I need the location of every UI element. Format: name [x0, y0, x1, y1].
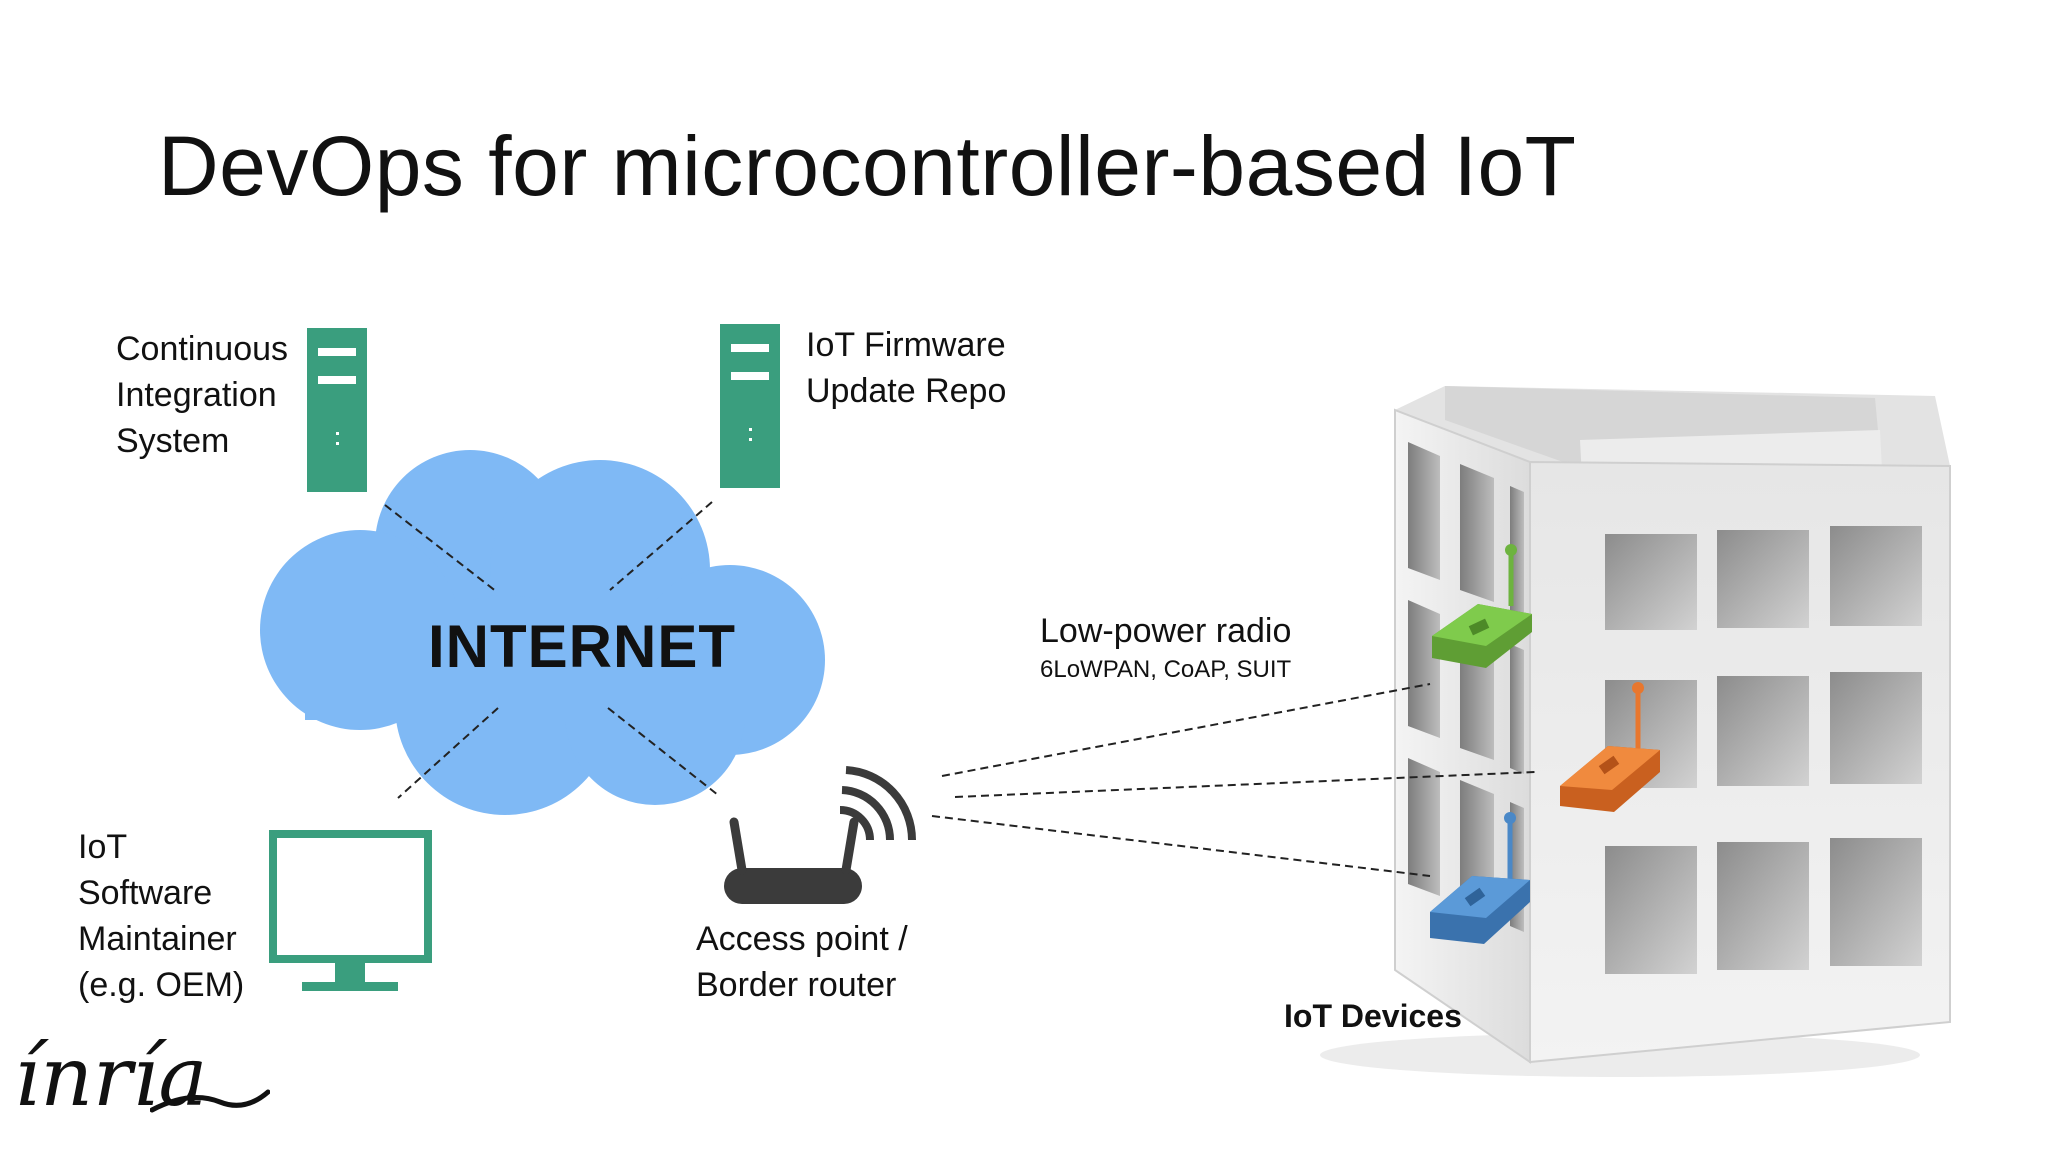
cloud-icon [260, 450, 825, 815]
router-icon [724, 766, 917, 904]
monitor-icon [269, 830, 432, 991]
maintainer-line: (e.g. OEM) [78, 966, 245, 1004]
firmware-repo-label: IoT Firmware Update Repo [806, 322, 1006, 414]
ci-system-line: System [116, 422, 230, 460]
sensor-device-icon [1560, 682, 1660, 812]
access-point-line: Border router [696, 966, 897, 1004]
server-icon [720, 324, 780, 488]
ci-system-label: Continuous Integration System [116, 326, 288, 464]
sensor-device-icon [1430, 812, 1530, 944]
firmware-repo-line: Update Repo [806, 372, 1007, 410]
access-point-line: Access point / [696, 920, 908, 958]
building-icon [1320, 386, 1951, 1077]
radio-protocols: 6LoWPAN, CoAP, SUIT [1040, 656, 1292, 683]
maintainer-label: IoT Software Maintainer (e.g. OEM) [78, 824, 244, 1008]
ci-system-line: Integration [116, 376, 277, 414]
internet-label: INTERNET [428, 613, 736, 680]
logo-swash [150, 1089, 270, 1113]
radio-label: Low-power radio [1040, 612, 1292, 650]
maintainer-line: Software [78, 874, 213, 912]
access-point-label: Access point / Border router [696, 916, 908, 1008]
page-title: DevOps for microcontroller-based IoT [158, 119, 1577, 213]
iot-devices-label: IoT Devices [1284, 998, 1462, 1034]
maintainer-line: IoT [78, 828, 128, 866]
server-icon [307, 328, 367, 492]
ci-system-line: Continuous [116, 330, 289, 368]
sensor-device-icon [1432, 544, 1532, 668]
maintainer-line: Maintainer [78, 920, 237, 958]
internet-links [384, 501, 719, 799]
side-windows [1408, 442, 1524, 932]
firmware-repo-line: IoT Firmware [806, 326, 1006, 364]
inria-logo: ínría [14, 1030, 208, 1125]
radio-links [931, 683, 1536, 877]
